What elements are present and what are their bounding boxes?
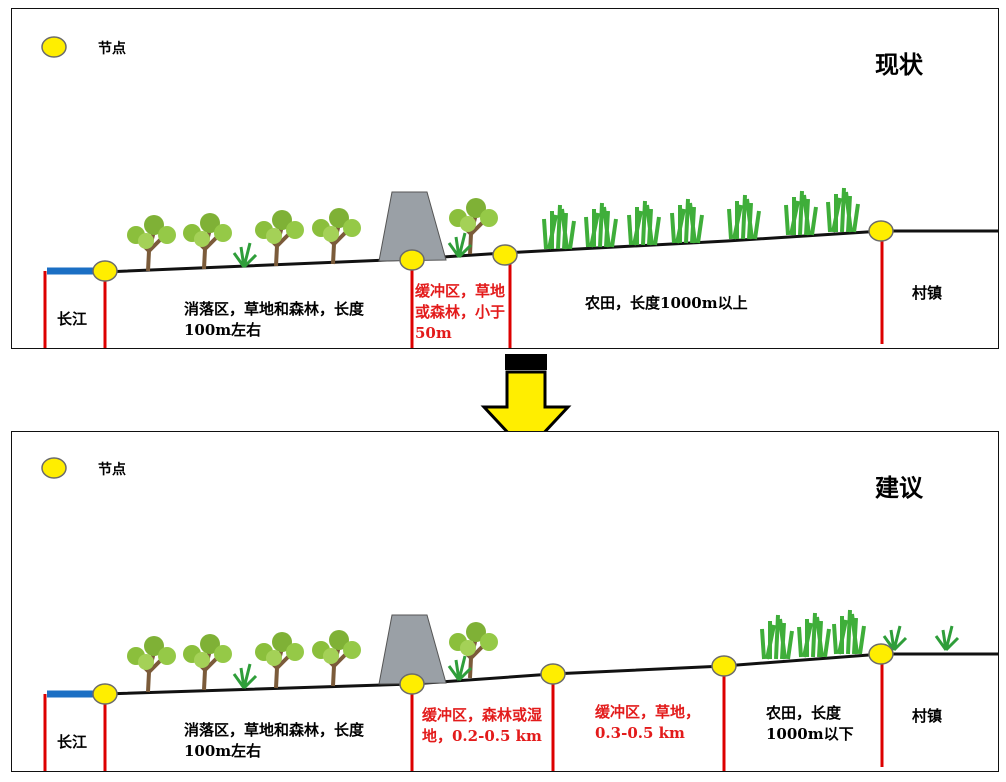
crop-icon [797, 612, 831, 658]
crop-icon [826, 187, 860, 233]
current-profile-diagram [41, 36, 998, 348]
node-marker [711, 655, 737, 677]
node-marker [92, 260, 118, 282]
tree-icon [255, 210, 304, 267]
node-marker [399, 249, 425, 271]
tree-icon [312, 630, 361, 687]
legend-node-icon [41, 36, 67, 58]
zone-label-town: 村镇 [912, 284, 943, 302]
legend-node-label: 节点 [98, 41, 126, 57]
levee [378, 614, 447, 685]
node-marker [399, 673, 425, 695]
legend-node-icon [41, 457, 67, 479]
node-marker [492, 244, 518, 266]
zone-label-yangtze: 长江 [57, 310, 88, 328]
transition-arrow-icon [480, 354, 572, 455]
node-marker [868, 643, 894, 665]
tree-icon [127, 215, 176, 272]
grass-sprout-icon [232, 242, 258, 269]
zone-label-farmland: 农田，长度1000m以上 [585, 294, 748, 312]
node-marker [868, 220, 894, 242]
tree-icon [255, 632, 304, 689]
proposed-profile-diagram [41, 457, 998, 771]
tree-icon [183, 213, 232, 270]
tree-icon [449, 198, 498, 255]
zone-label-farmland: 农田，长度1000m以下 [766, 704, 854, 743]
crop-icon [584, 202, 618, 248]
zone-label-buffer-grassland: 缓冲区，草地，0.3-0.5 km [595, 703, 701, 742]
crop-icon [542, 204, 576, 250]
crop-icon [784, 190, 818, 236]
tree-icon [449, 622, 498, 679]
proposal-panel: 节点 建议 长江 消落区，草地和森林，长度100m左右 缓冲区，森林或湿地，0.… [11, 431, 999, 772]
grass-sprout-icon [934, 625, 960, 652]
zone-label-town: 村镇 [912, 707, 943, 725]
tree-icon [183, 634, 232, 691]
levee [378, 191, 447, 262]
node-marker [540, 663, 566, 685]
grass-sprout-icon [232, 663, 258, 690]
zone-label-yangtze: 长江 [57, 733, 88, 751]
grass-sprout-icon [882, 625, 908, 652]
crop-icon [760, 614, 794, 660]
crop-icon [727, 194, 761, 240]
ground-line [103, 652, 998, 696]
panel-title: 建议 [875, 473, 923, 502]
grass-sprout-icon [447, 655, 473, 682]
legend-node-label: 节点 [98, 462, 126, 478]
zone-label-riparian: 消落区，草地和森林，长度100m左右 [184, 721, 365, 760]
ground-line [103, 229, 998, 274]
tree-icon [312, 208, 361, 265]
crop-icon [832, 609, 866, 655]
current-state-panel: 节点 现状 长江 消落区，草地和森林，长度100m左右 缓冲区，草地或森林，小于… [11, 8, 999, 349]
zone-label-buffer-forest-wetland: 缓冲区，森林或湿地，0.2-0.5 km [422, 706, 543, 745]
tree-icon [127, 636, 176, 693]
crop-icon [627, 200, 661, 246]
zone-label-buffer: 缓冲区，草地或森林，小于50m [415, 282, 506, 342]
grass-sprout-icon [447, 232, 473, 259]
zone-label-riparian: 消落区，草地和森林，长度100m左右 [184, 300, 365, 339]
panel-title: 现状 [875, 50, 923, 79]
node-marker [92, 683, 118, 705]
crop-icon [670, 198, 704, 244]
